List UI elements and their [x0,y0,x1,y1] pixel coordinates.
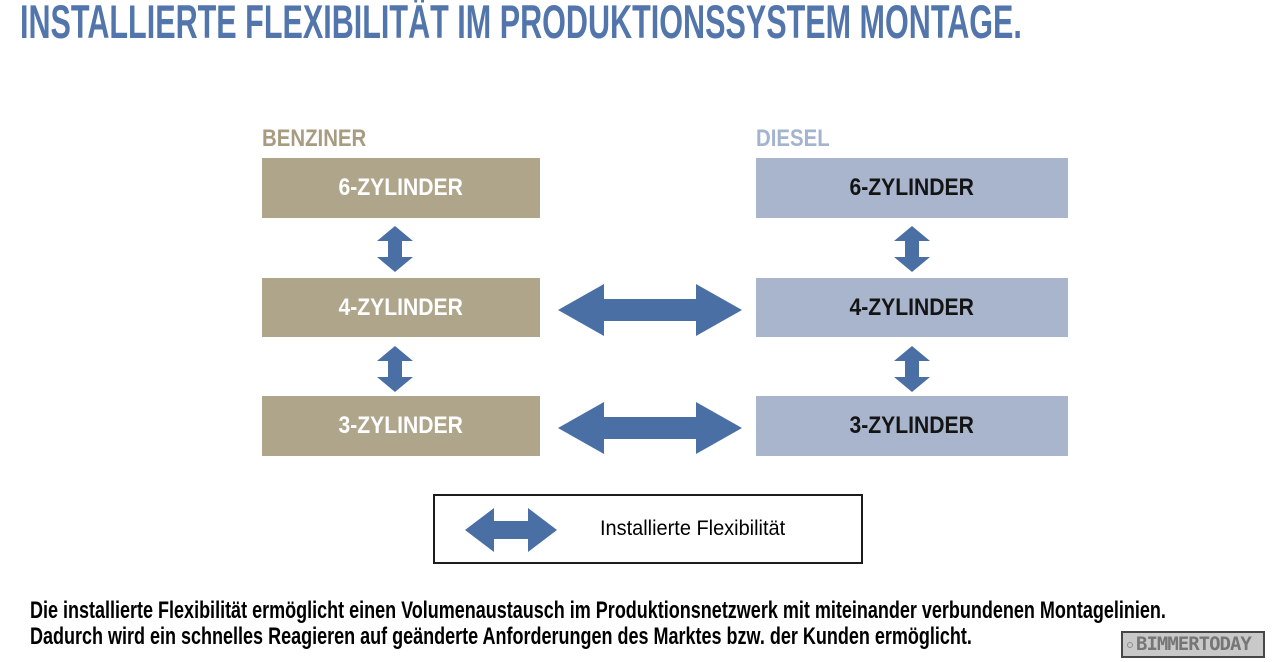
caption: Die installierte Flexibilität ermöglicht… [30,598,1166,650]
benziner-box-6-zylinder-label: 6-ZYLINDER [338,174,464,201]
page-title: INSTALLIERTE FLEXIBILITÄT IM PRODUKTIONS… [20,0,1022,48]
diesel-box-6-zylinder-label: 6-ZYLINDER [849,174,975,201]
diesel-box-6-zylinder: 6-ZYLINDER [756,158,1068,218]
diesel-box-4-zylinder-label: 4-ZYLINDER [849,293,975,321]
vertical-swap-arrow-icon [377,226,413,272]
legend-label: Installierte Flexibilität [600,517,786,540]
watermark-text: BIMMERTODAY [1136,633,1252,655]
diesel-box-4-zylinder: 4-ZYLINDER [756,278,1068,337]
watermark-bimmertoday: BIMMERTODAY [1121,631,1265,658]
vertical-swap-arrow-icon [894,226,930,272]
benziner-box-3-zylinder-label: 3-ZYLINDER [338,412,464,439]
vertical-swap-arrow-icon [377,346,413,392]
diesel-box-3-zylinder-label: 3-ZYLINDER [849,412,975,439]
diesel-box-3-zylinder: 3-ZYLINDER [756,396,1068,456]
plate-circle-icon [1127,641,1133,648]
vertical-swap-arrow-icon [894,346,930,392]
column-label-benziner: BENZINER [262,125,367,152]
benziner-box-4-zylinder-label: 4-ZYLINDER [338,293,464,321]
horizontal-flex-arrow-icon [558,402,742,454]
horizontal-flex-arrow-icon [558,284,742,336]
benziner-box-3-zylinder: 3-ZYLINDER [262,396,540,456]
caption-line-2: Dadurch wird ein schnelles Reagieren auf… [30,623,972,650]
caption-line-1: Die installierte Flexibilität ermöglicht… [30,597,1166,624]
column-label-diesel: DIESEL [756,125,830,152]
benziner-box-6-zylinder: 6-ZYLINDER [262,158,540,218]
legend-flex-arrow-icon [465,508,557,552]
benziner-box-4-zylinder: 4-ZYLINDER [262,278,540,337]
legend-box: Installierte Flexibilität [433,494,863,564]
